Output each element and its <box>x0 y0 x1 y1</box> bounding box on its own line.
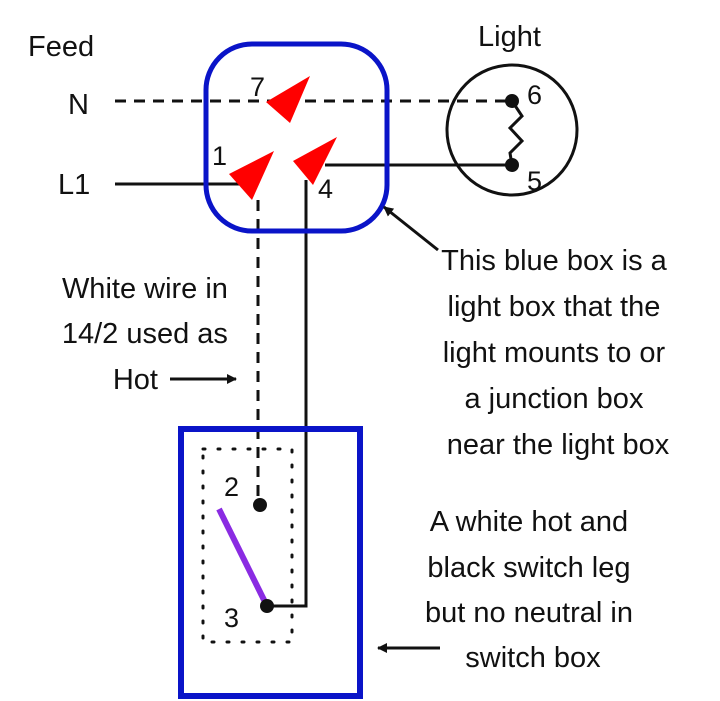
switch-box-note: A white hot and black switch leg but no … <box>425 506 641 674</box>
switch-box <box>178 426 363 699</box>
wire-nut-1 <box>229 151 274 200</box>
neutral-label: N <box>68 89 89 121</box>
terminal-5-dot <box>505 158 519 172</box>
switch-lever <box>216 507 269 606</box>
blue-box-note: This blue box is a light box that the li… <box>441 245 675 461</box>
terminal-6-dot <box>505 94 519 108</box>
wire-nut-4 <box>293 137 337 185</box>
terminal-3-label: 3 <box>224 603 239 633</box>
terminal-7-label: 7 <box>250 72 265 102</box>
white-wire-note: White wire in 14/2 used as Hot <box>62 273 236 396</box>
blue-box-arrow <box>383 205 439 252</box>
light-junction-box <box>203 41 390 234</box>
line1-label: L1 <box>58 169 90 201</box>
terminal-6-label: 6 <box>527 80 542 110</box>
black-switch-leg-wire <box>267 180 308 608</box>
terminal-3-dot <box>260 599 274 613</box>
terminal-4-label: 4 <box>318 174 333 204</box>
light-fixture-icon <box>445 63 579 197</box>
terminal-5-label: 5 <box>527 166 542 196</box>
lamp-filament-icon <box>507 100 525 166</box>
wire-nut-7 <box>266 76 310 123</box>
terminal-2-label: 2 <box>224 472 239 502</box>
light-label: Light <box>478 21 541 53</box>
feed-label: Feed <box>28 31 94 63</box>
terminal-1-label: 1 <box>212 141 227 171</box>
terminal-2-dot <box>253 498 267 512</box>
switch-outline <box>201 447 294 644</box>
